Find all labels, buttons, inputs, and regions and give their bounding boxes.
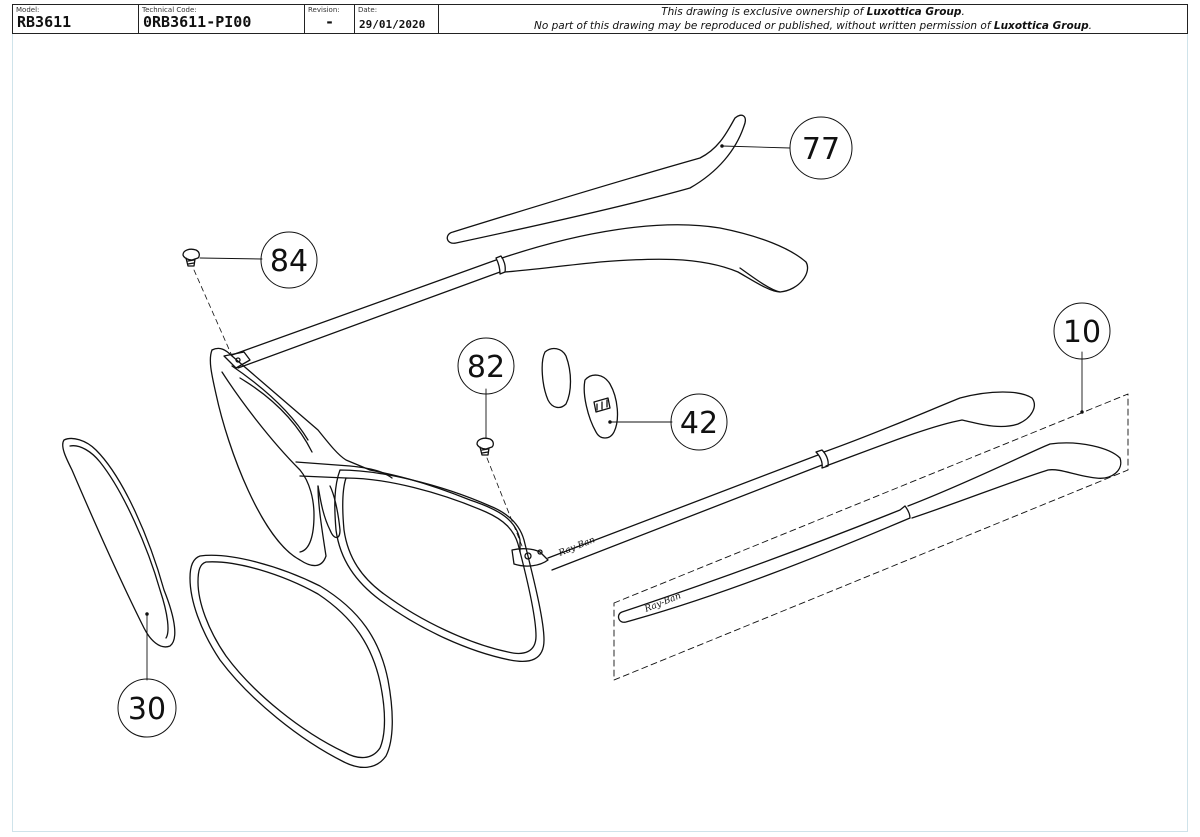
date-label: Date: <box>358 6 378 14</box>
technical-code-value: 0RB3611-PI00 <box>143 13 252 31</box>
part-77-temple-tip <box>446 114 746 244</box>
callout-42: 42 <box>670 393 728 451</box>
callout-30: 30 <box>117 678 177 738</box>
revision-cell: Revision: - <box>305 5 355 33</box>
ownership-notice-cell: This drawing is exclusive ownership of L… <box>439 5 1187 33</box>
model-cell: Model: RB3611 <box>13 5 139 33</box>
callout-30-label: 30 <box>128 692 166 727</box>
callout-82-label: 82 <box>467 350 505 385</box>
ownership-notice-line-2: No part of this drawing may be reproduce… <box>533 20 1092 32</box>
front-frame <box>209 347 549 663</box>
upper-temple-arm <box>231 224 809 369</box>
callout-10: 10 <box>1053 302 1111 360</box>
technical-code-cell: Technical Code: 0RB3611-PI00 <box>139 5 305 33</box>
owner-name: Luxottica Group <box>993 20 1089 32</box>
part-82-screw <box>476 437 523 547</box>
date-cell: Date: 29/01/2020 <box>355 5 439 33</box>
callout-10-label: 10 <box>1063 315 1101 350</box>
callout-84: 84 <box>260 231 318 289</box>
revision-value: - <box>324 13 335 31</box>
leader-lines <box>145 144 1084 681</box>
owner-name: Luxottica Group <box>866 6 962 18</box>
callout-84-label: 84 <box>270 244 308 279</box>
date-value: 29/01/2020 <box>359 18 426 31</box>
model-value: RB3611 <box>17 13 72 31</box>
part-42-nose-pads <box>541 347 619 439</box>
ownership-notice-line-1: This drawing is exclusive ownership of L… <box>661 6 965 18</box>
technical-code-label: Technical Code: <box>142 6 197 14</box>
revision-label: Revision: <box>308 6 340 14</box>
callout-42-label: 42 <box>680 406 718 441</box>
callout-77-label: 77 <box>802 132 840 167</box>
part-84-screw <box>182 248 233 357</box>
model-label: Model: <box>16 6 40 14</box>
callout-77: 77 <box>789 116 853 180</box>
part-30-lenses <box>62 437 393 768</box>
lower-temple-arm: Ray-Ban <box>547 391 1035 571</box>
callout-82: 82 <box>457 337 515 395</box>
title-block: Model: RB3611 Technical Code: 0RB3611-PI… <box>12 4 1188 34</box>
